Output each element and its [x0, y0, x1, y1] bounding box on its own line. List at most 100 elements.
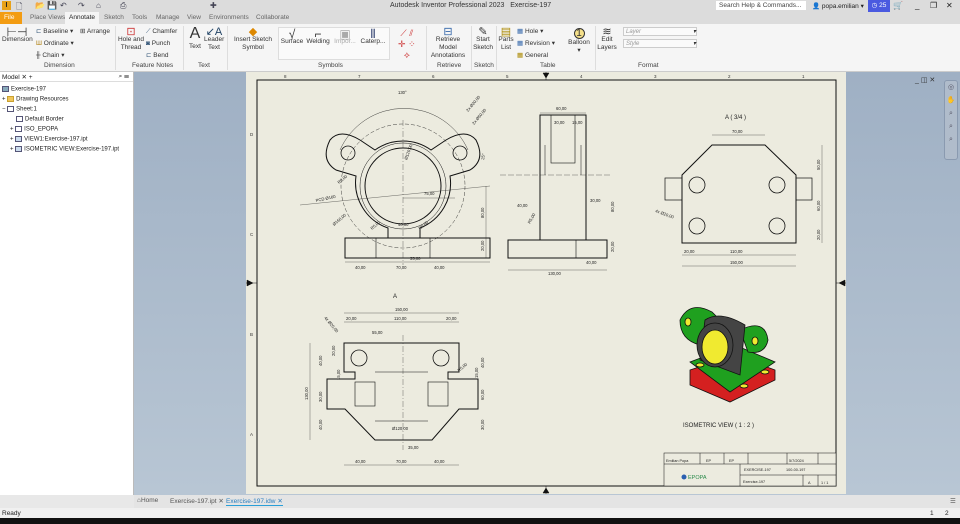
tree-item-isometric-view[interactable]: + ISOMETRIC VIEW:Exercise-197.ipt: [10, 146, 120, 153]
dim-label: 70,00: [396, 265, 407, 270]
isometric-view-label: ISOMETRIC VIEW ( 1 : 2 ): [683, 423, 754, 429]
tab-menu-icon[interactable]: ☰: [950, 498, 956, 505]
zone-labels: 8 7 6 5 4 3 2 1 D C B A: [250, 74, 805, 437]
dim-label: 40,00: [355, 459, 366, 464]
open-icon[interactable]: 📂: [35, 1, 45, 10]
dim-label: 150,00: [395, 307, 408, 312]
dimension-button[interactable]: ⊢⊣Dimension: [2, 25, 33, 43]
new-icon[interactable]: 🗋: [16, 2, 23, 11]
zoom-window-icon: ⌕: [949, 123, 953, 130]
zone-letter: B: [250, 332, 253, 337]
symbol-tools[interactable]: ⟋ ⫽✛ ⁘⟡: [398, 28, 416, 61]
undo-icon[interactable]: ↶: [60, 1, 67, 10]
zone-letter: A: [250, 432, 253, 437]
tree-item-drawing-resources[interactable]: + Drawing Resources: [2, 96, 69, 103]
style-dropdown[interactable]: Style▾: [623, 39, 697, 48]
dim-label: 40,00: [398, 222, 409, 227]
start-sketch-button[interactable]: ✎Start Sketch: [473, 26, 493, 52]
dim-label: 20,00: [331, 345, 336, 356]
inventor-logo[interactable]: I: [2, 1, 11, 10]
dim-label: 40,00: [434, 459, 445, 464]
save-icon[interactable]: 💾: [47, 1, 57, 10]
folder-icon: [7, 96, 15, 102]
trial-timer[interactable]: ◷ 25: [868, 0, 890, 12]
user-account[interactable]: 👤 popa.emilian ▾: [812, 3, 864, 10]
tab-view[interactable]: View: [187, 14, 201, 21]
doc-tab-ipt[interactable]: Exercise-197.ipt ✕: [170, 498, 224, 505]
file-name: Exercise-197: [743, 480, 765, 484]
canvas-window-controls[interactable]: _ ◫ ✕: [915, 77, 936, 84]
tab-collaborate[interactable]: Collaborate: [256, 14, 290, 21]
page-1[interactable]: 1: [930, 510, 934, 517]
edit-layers-icon: ≋: [602, 26, 612, 38]
ribbon: [0, 24, 960, 72]
edit-layers-button[interactable]: ≋Edit Layers: [597, 26, 617, 52]
parts-list-button[interactable]: ▤Parts List: [498, 26, 514, 52]
add-browser-icon[interactable]: +: [28, 74, 33, 81]
revision-table-button[interactable]: ▦ Revision ▾: [517, 40, 555, 47]
bottom-view: [309, 312, 479, 466]
navigation-bar[interactable]: ◎✋⌕⌕⌕: [944, 80, 958, 160]
browser-tab-model[interactable]: Model: [2, 74, 20, 81]
checked-by: EP: [706, 459, 712, 463]
restore-button[interactable]: ❐: [930, 1, 938, 10]
drawing-sheet[interactable]: 8 7 6 5 4 3 2 1 D C B A 130° 2x Ø20,00 2…: [246, 72, 846, 494]
bisector-icon: ⟡: [403, 50, 410, 60]
tab-annotate[interactable]: Annotate: [65, 12, 100, 24]
page-2[interactable]: 2: [945, 510, 949, 517]
add-icon[interactable]: ✚: [210, 1, 217, 10]
minimize-button[interactable]: _: [915, 1, 920, 10]
welding-button[interactable]: ⌐Welding: [306, 27, 330, 45]
import-button[interactable]: ▣Impor...: [332, 28, 358, 46]
ordinate-button[interactable]: Ш Ordinate ▾: [36, 40, 74, 47]
text-icon: A: [189, 25, 201, 42]
chain-button[interactable]: ╫ Chain ▾: [36, 52, 65, 59]
doc-tab-home[interactable]: ⌂Home: [137, 497, 159, 504]
panel-label-symbols: Symbols: [318, 62, 343, 69]
tab-manage[interactable]: Manage: [156, 14, 180, 21]
print-icon[interactable]: ⎙: [120, 1, 127, 10]
insert-sketch-symbol-button[interactable]: ◆Insert Sketch Symbol: [230, 27, 276, 52]
divider: [115, 26, 116, 70]
tree-item-sheet[interactable]: − Sheet:1: [2, 106, 37, 113]
dim-label: 20,00: [684, 249, 695, 254]
general-table-button[interactable]: ▦ General: [517, 52, 549, 59]
layer-dropdown[interactable]: Layer▾: [623, 27, 697, 36]
tab-file[interactable]: File: [0, 12, 22, 24]
close-browser-icon[interactable]: ✕: [21, 74, 27, 81]
doc-tab-idw[interactable]: Exercise-197.idw ✕: [226, 498, 283, 506]
bend-button[interactable]: ⊏ Bend: [146, 52, 169, 59]
tree-item-title-block[interactable]: + ISO_EPOPA: [10, 126, 59, 133]
designer: Emilian Popa: [666, 459, 689, 463]
home-icon[interactable]: ⌂: [96, 1, 101, 10]
search-input[interactable]: Search Help & Commands...: [716, 1, 806, 10]
tree-item-view1[interactable]: + VIEW1:Exercise-197.ipt: [10, 136, 88, 143]
cart-icon[interactable]: 🛒: [893, 1, 903, 10]
dimension-icon: ⊢⊣: [6, 25, 28, 39]
hole-table-button[interactable]: ▦ Hole ▾: [517, 28, 544, 35]
baseline-button[interactable]: ⊏ Baseline ▾: [36, 28, 74, 35]
redo-icon[interactable]: ↷: [78, 1, 85, 10]
surface-button[interactable]: √Surface: [280, 27, 304, 45]
caterpillar-button[interactable]: ⦀Caterp...: [360, 27, 386, 45]
arrange-button[interactable]: ⊞ Arrange: [80, 28, 111, 35]
dim-label: PCD Ø160: [315, 194, 337, 203]
retrieve-model-annotations-button[interactable]: ⊟Retrieve Model Annotations: [428, 27, 468, 60]
tab-place-views[interactable]: Place Views: [30, 14, 66, 21]
leader-text-icon: ↙A: [205, 26, 223, 38]
browser-search-menu[interactable]: ⌕ ☰: [118, 73, 129, 80]
dim-label: R5,00: [369, 219, 381, 230]
punch-button[interactable]: ◙ Punch: [146, 40, 171, 47]
hole-thread-button[interactable]: ⊡Hole and Thread: [117, 26, 145, 52]
tab-tools[interactable]: Tools: [132, 14, 148, 21]
tree-item-root[interactable]: Exercise-197: [2, 86, 46, 93]
tree-item-default-border[interactable]: Default Border: [16, 116, 64, 123]
chamfer-button[interactable]: ⟋ Chamfer: [146, 28, 178, 35]
logo-mark: [681, 474, 687, 480]
tab-sketch[interactable]: Sketch: [104, 14, 124, 21]
tab-environments[interactable]: Environments: [209, 14, 249, 21]
close-button[interactable]: ✕: [946, 1, 953, 10]
